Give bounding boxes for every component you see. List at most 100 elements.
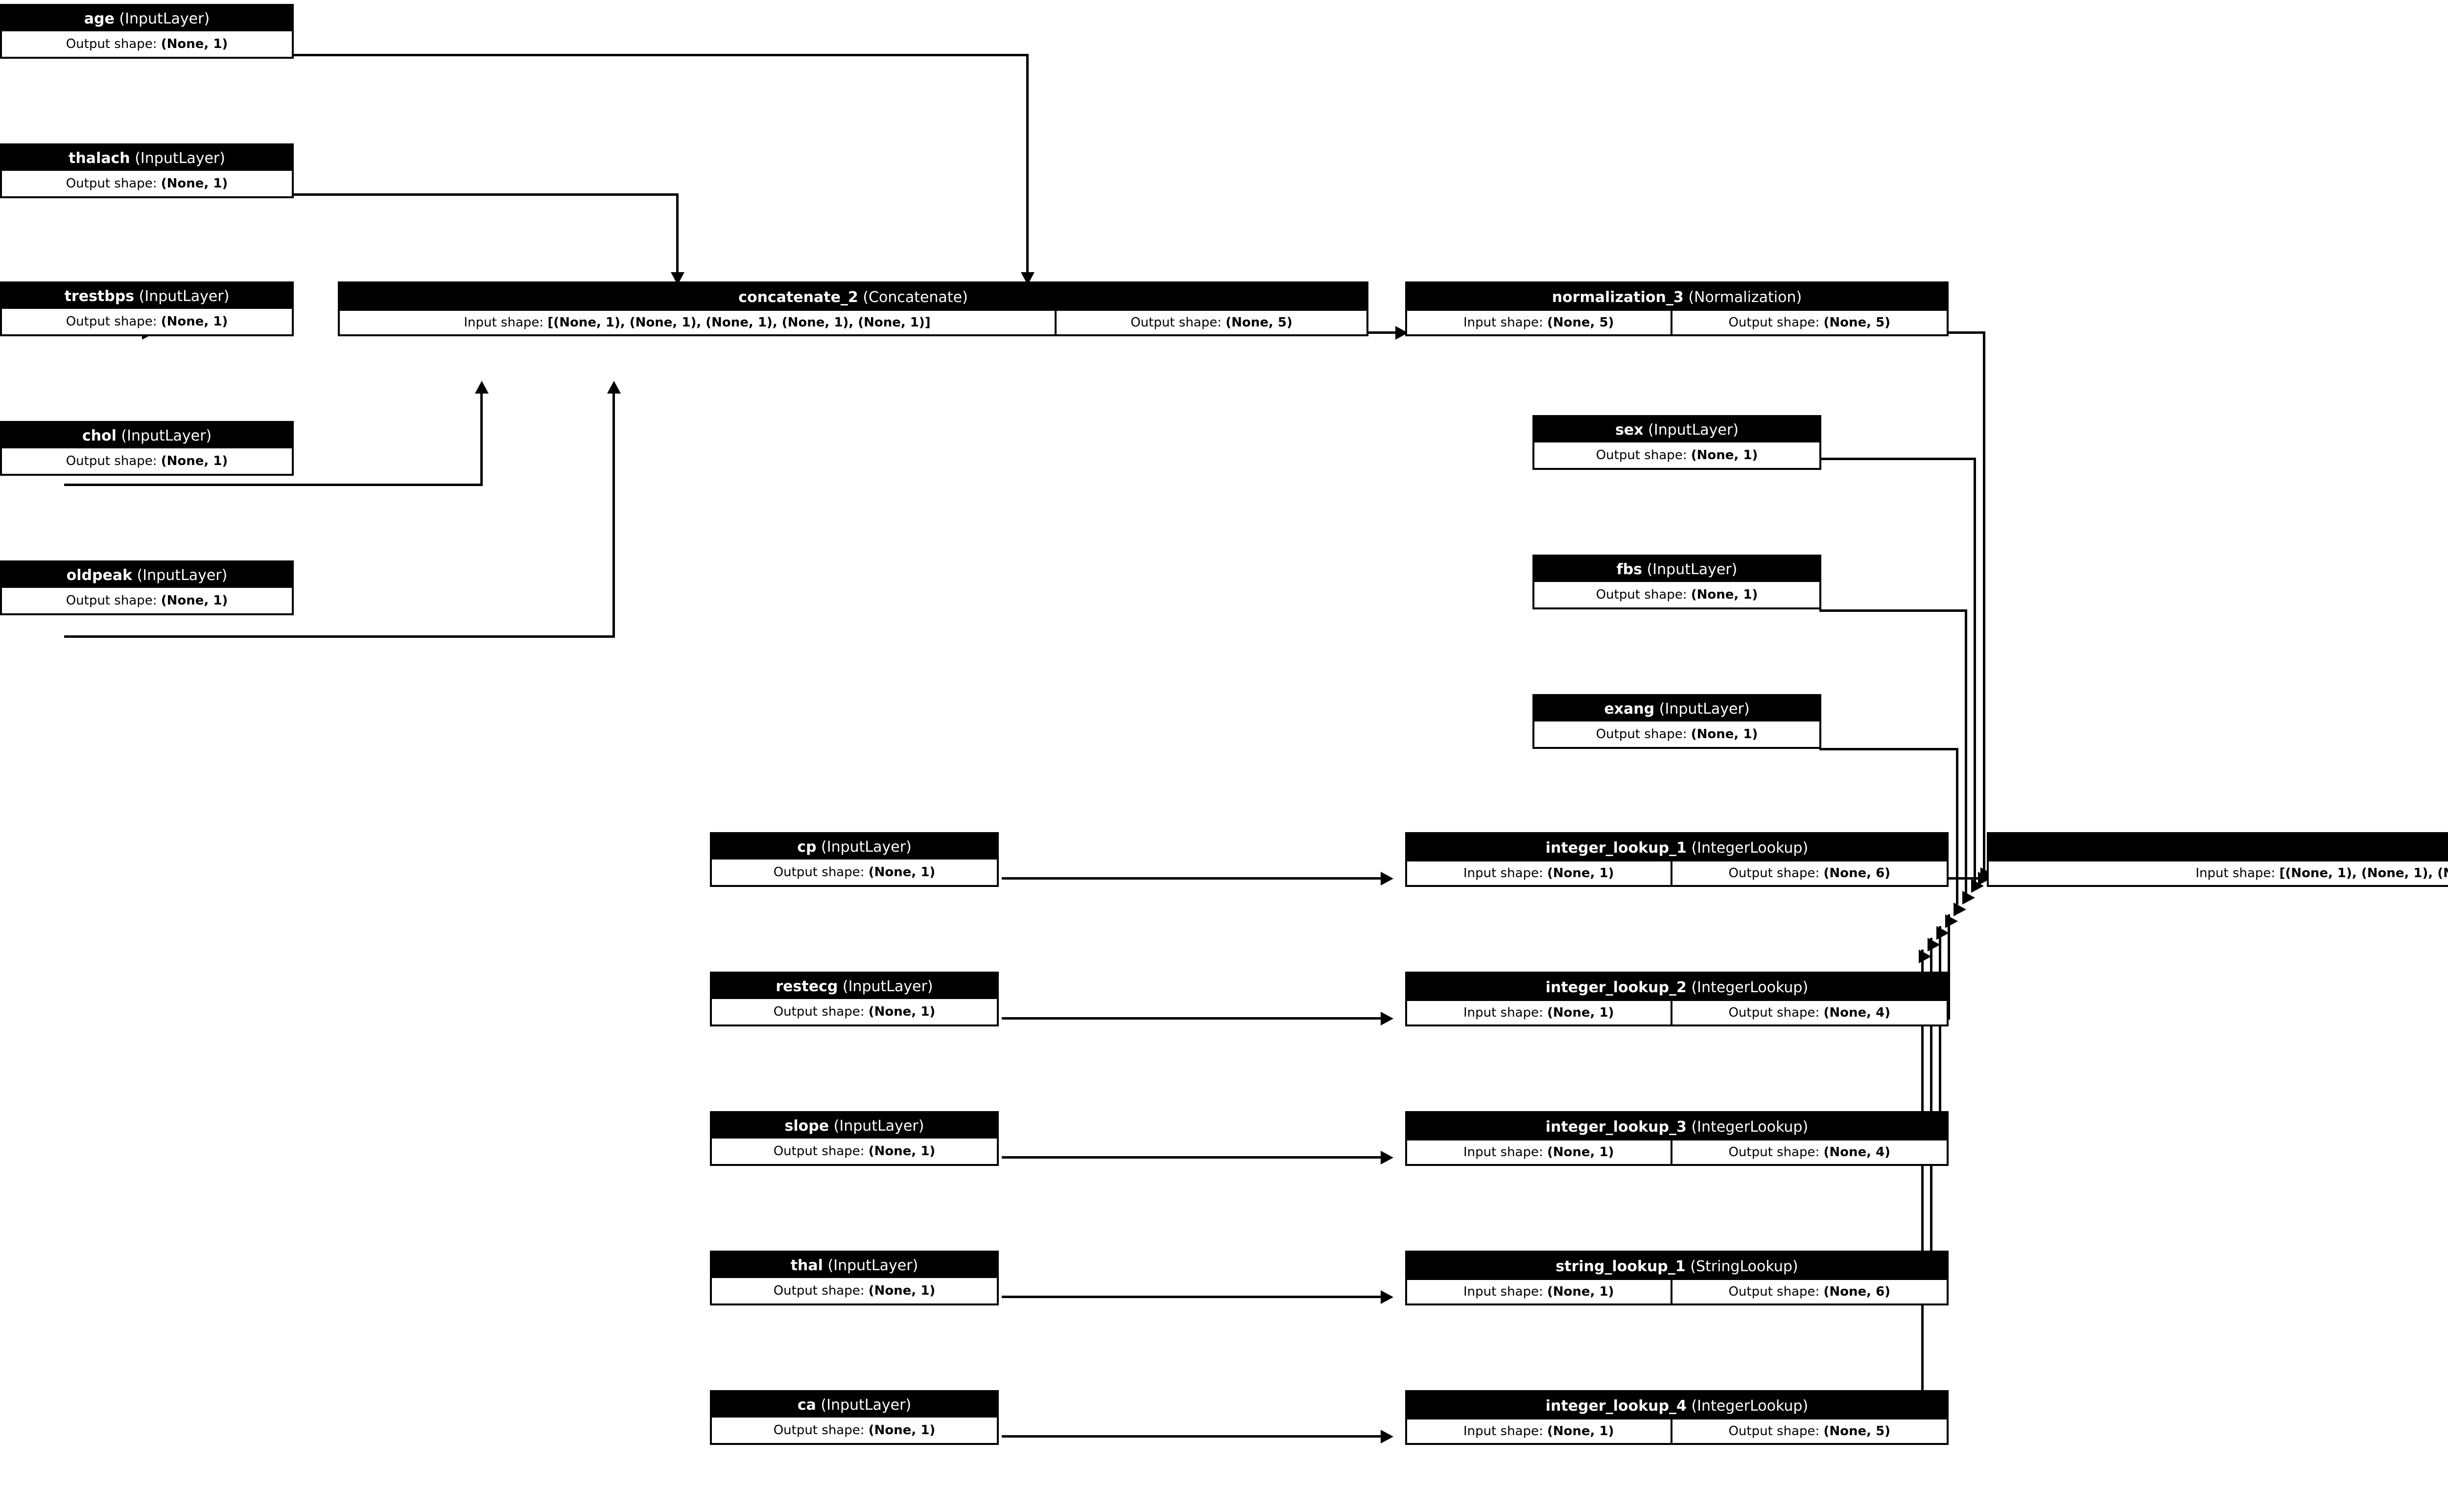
node-concatenate-2[interactable]: concatenate_2 (Concatenate) Input shape:… xyxy=(338,281,1368,336)
arrowhead-integerlookup4-to-concatenate3 xyxy=(1919,950,1931,963)
node-integer-lookup-4-output-shape: Output shape: (None, 5) xyxy=(1672,1419,1947,1443)
edge-chol-to-concatenate2-v xyxy=(480,392,483,485)
node-age[interactable]: age (InputLayer) Output shape: (None, 1) xyxy=(0,4,294,59)
node-exang-output-shape: Output shape: (None, 1) xyxy=(1534,721,1819,747)
node-integer-lookup-2-body: Input shape: (None, 1) Output shape: (No… xyxy=(1407,1001,1947,1024)
node-integer-lookup-2-input-shape: Input shape: (None, 1) xyxy=(1407,1001,1671,1024)
node-integer-lookup-1-output-shape: Output shape: (None, 6) xyxy=(1672,861,1947,885)
edge-chol-to-concatenate2-h xyxy=(64,484,483,486)
edge-integerlookup4-to-concatenate3-v xyxy=(1921,950,1924,1437)
node-cp-body: Output shape: (None, 1) xyxy=(712,860,997,885)
node-thalach-title: thalach (InputLayer) xyxy=(69,149,225,167)
node-integer-lookup-2-title: integer_lookup_2 (IntegerLookup) xyxy=(1545,978,1809,996)
node-chol-title: chol (InputLayer) xyxy=(82,427,212,444)
node-normalization-3-output-shape: Output shape: (None, 5) xyxy=(1672,311,1947,334)
edge-age-to-concatenate2-v xyxy=(1026,54,1029,284)
node-integer-lookup-1-input-shape: Input shape: (None, 1) xyxy=(1407,861,1671,885)
node-concatenate-3[interactable]: concatenate_3 (Concatenate) Input shape:… xyxy=(1987,832,2448,887)
node-ca[interactable]: ca (InputLayer) Output shape: (None, 1) xyxy=(710,1390,999,1445)
node-normalization-3-body: Input shape: (None, 5) Output shape: (No… xyxy=(1407,311,1947,334)
node-sex-body: Output shape: (None, 1) xyxy=(1534,442,1819,468)
node-thalach[interactable]: thalach (InputLayer) Output shape: (None… xyxy=(0,143,294,198)
arrowhead-oldpeak-to-concatenate2 xyxy=(607,381,621,394)
node-integer-lookup-4-title: integer_lookup_4 (IntegerLookup) xyxy=(1545,1397,1809,1415)
node-integer-lookup-1-body: Input shape: (None, 1) Output shape: (No… xyxy=(1407,861,1947,885)
arrowhead-exang-to-concatenate3 xyxy=(1954,903,1966,916)
node-thal[interactable]: thal (InputLayer) Output shape: (None, 1… xyxy=(710,1251,999,1305)
node-cp-output-shape: Output shape: (None, 1) xyxy=(712,860,997,885)
node-concatenate-2-title: concatenate_2 (Concatenate) xyxy=(738,288,968,306)
node-integer-lookup-4[interactable]: integer_lookup_4 (IntegerLookup) Input s… xyxy=(1405,1390,1949,1445)
arrowhead-integerlookup3-to-concatenate3 xyxy=(1936,926,1949,940)
node-string-lookup-1[interactable]: string_lookup_1 (StringLookup) Input sha… xyxy=(1405,1251,1949,1305)
edge-exang-to-concatenate3-v xyxy=(1956,748,1958,905)
edge-fbs-to-concatenate3-h xyxy=(1819,609,1966,612)
node-cp-title: cp (InputLayer) xyxy=(797,838,912,856)
node-concatenate-2-input-shape: Input shape: [(None, 1), (None, 1), (Non… xyxy=(340,311,1055,334)
node-integer-lookup-3[interactable]: integer_lookup_3 (IntegerLookup) Input s… xyxy=(1405,1111,1949,1166)
edge-oldpeak-to-concatenate2-v xyxy=(612,392,615,636)
node-integer-lookup-2[interactable]: integer_lookup_2 (IntegerLookup) Input s… xyxy=(1405,972,1949,1026)
node-sex[interactable]: sex (InputLayer) Output shape: (None, 1) xyxy=(1532,415,1821,470)
node-exang-title: exang (InputLayer) xyxy=(1604,700,1750,718)
arrowhead-chol-to-concatenate2 xyxy=(475,381,489,394)
edge-integerlookup2-to-concatenate3-v xyxy=(1948,914,1950,1019)
node-trestbps-title: trestbps (InputLayer) xyxy=(64,287,230,305)
edge-cp-to-integerlookup1-h xyxy=(1002,877,1384,880)
node-integer-lookup-3-body: Input shape: (None, 1) Output shape: (No… xyxy=(1407,1140,1947,1164)
node-string-lookup-1-output-shape: Output shape: (None, 6) xyxy=(1672,1280,1947,1303)
edge-normalization3-to-concatenate3-h xyxy=(1949,331,1985,334)
edge-thalach-to-concatenate2-v xyxy=(676,193,679,284)
node-concatenate-3-body: Input shape: [(None, 1), (None, 1), (Non… xyxy=(1989,861,2448,885)
node-thalach-output-shape: Output shape: (None, 1) xyxy=(2,171,292,196)
node-oldpeak-body: Output shape: (None, 1) xyxy=(2,588,292,613)
node-chol-output-shape: Output shape: (None, 1) xyxy=(2,448,292,474)
node-ca-output-shape: Output shape: (None, 1) xyxy=(712,1418,997,1443)
node-integer-lookup-3-output-shape: Output shape: (None, 4) xyxy=(1672,1140,1947,1164)
node-slope-title: slope (InputLayer) xyxy=(784,1117,924,1135)
node-normalization-3[interactable]: normalization_3 (Normalization) Input sh… xyxy=(1405,281,1949,336)
arrowhead-restecg-to-integerlookup2 xyxy=(1381,1012,1393,1025)
node-trestbps-output-shape: Output shape: (None, 1) xyxy=(2,309,292,334)
edge-fbs-to-concatenate3-v xyxy=(1965,609,1967,898)
node-normalization-3-input-shape: Input shape: (None, 5) xyxy=(1407,311,1671,334)
arrowhead-ca-to-integerlookup4 xyxy=(1381,1430,1393,1443)
node-slope[interactable]: slope (InputLayer) Output shape: (None, … xyxy=(710,1111,999,1166)
node-integer-lookup-3-input-shape: Input shape: (None, 1) xyxy=(1407,1140,1671,1164)
node-chol-body: Output shape: (None, 1) xyxy=(2,448,292,474)
node-concatenate-2-body: Input shape: [(None, 1), (None, 1), (Non… xyxy=(340,311,1366,334)
node-integer-lookup-1[interactable]: integer_lookup_1 (IntegerLookup) Input s… xyxy=(1405,832,1949,887)
node-exang[interactable]: exang (InputLayer) Output shape: (None, … xyxy=(1532,694,1821,749)
arrowhead-integerlookup2-to-concatenate3 xyxy=(1945,914,1958,928)
node-trestbps-body: Output shape: (None, 1) xyxy=(2,309,292,334)
node-trestbps[interactable]: trestbps (InputLayer) Output shape: (Non… xyxy=(0,281,294,336)
arrowhead-cp-to-integerlookup1 xyxy=(1381,872,1393,885)
node-slope-output-shape: Output shape: (None, 1) xyxy=(712,1139,997,1164)
edge-normalization3-to-concatenate3-v xyxy=(1983,331,1985,875)
node-fbs-body: Output shape: (None, 1) xyxy=(1534,582,1819,607)
node-oldpeak-title: oldpeak (InputLayer) xyxy=(66,566,228,584)
node-oldpeak[interactable]: oldpeak (InputLayer) Output shape: (None… xyxy=(0,560,294,615)
arrowhead-slope-to-integerlookup3 xyxy=(1381,1151,1393,1164)
node-sex-title: sex (InputLayer) xyxy=(1615,421,1739,439)
node-string-lookup-1-body: Input shape: (None, 1) Output shape: (No… xyxy=(1407,1280,1947,1303)
edge-sex-to-concatenate3-h xyxy=(1819,458,1976,460)
node-integer-lookup-3-title: integer_lookup_3 (IntegerLookup) xyxy=(1545,1118,1809,1136)
edge-integerlookup1-to-concatenate3-h xyxy=(1946,877,1988,880)
edge-integerlookup3-to-concatenate3-v xyxy=(1939,926,1941,1158)
node-fbs[interactable]: fbs (InputLayer) Output shape: (None, 1) xyxy=(1532,555,1821,609)
node-normalization-3-title: normalization_3 (Normalization) xyxy=(1552,288,1802,306)
node-ca-title: ca (InputLayer) xyxy=(797,1396,912,1414)
node-fbs-output-shape: Output shape: (None, 1) xyxy=(1534,582,1819,607)
node-integer-lookup-4-input-shape: Input shape: (None, 1) xyxy=(1407,1419,1671,1443)
node-thal-output-shape: Output shape: (None, 1) xyxy=(712,1278,997,1303)
node-slope-body: Output shape: (None, 1) xyxy=(712,1139,997,1164)
node-restecg[interactable]: restecg (InputLayer) Output shape: (None… xyxy=(710,972,999,1026)
node-cp[interactable]: cp (InputLayer) Output shape: (None, 1) xyxy=(710,832,999,887)
node-age-title: age (InputLayer) xyxy=(84,10,210,27)
node-oldpeak-output-shape: Output shape: (None, 1) xyxy=(2,588,292,613)
node-age-output-shape: Output shape: (None, 1) xyxy=(2,31,292,57)
edge-restecg-to-integerlookup2-h xyxy=(1002,1017,1384,1020)
node-chol[interactable]: chol (InputLayer) Output shape: (None, 1… xyxy=(0,421,294,476)
node-string-lookup-1-title: string_lookup_1 (StringLookup) xyxy=(1555,1257,1798,1275)
